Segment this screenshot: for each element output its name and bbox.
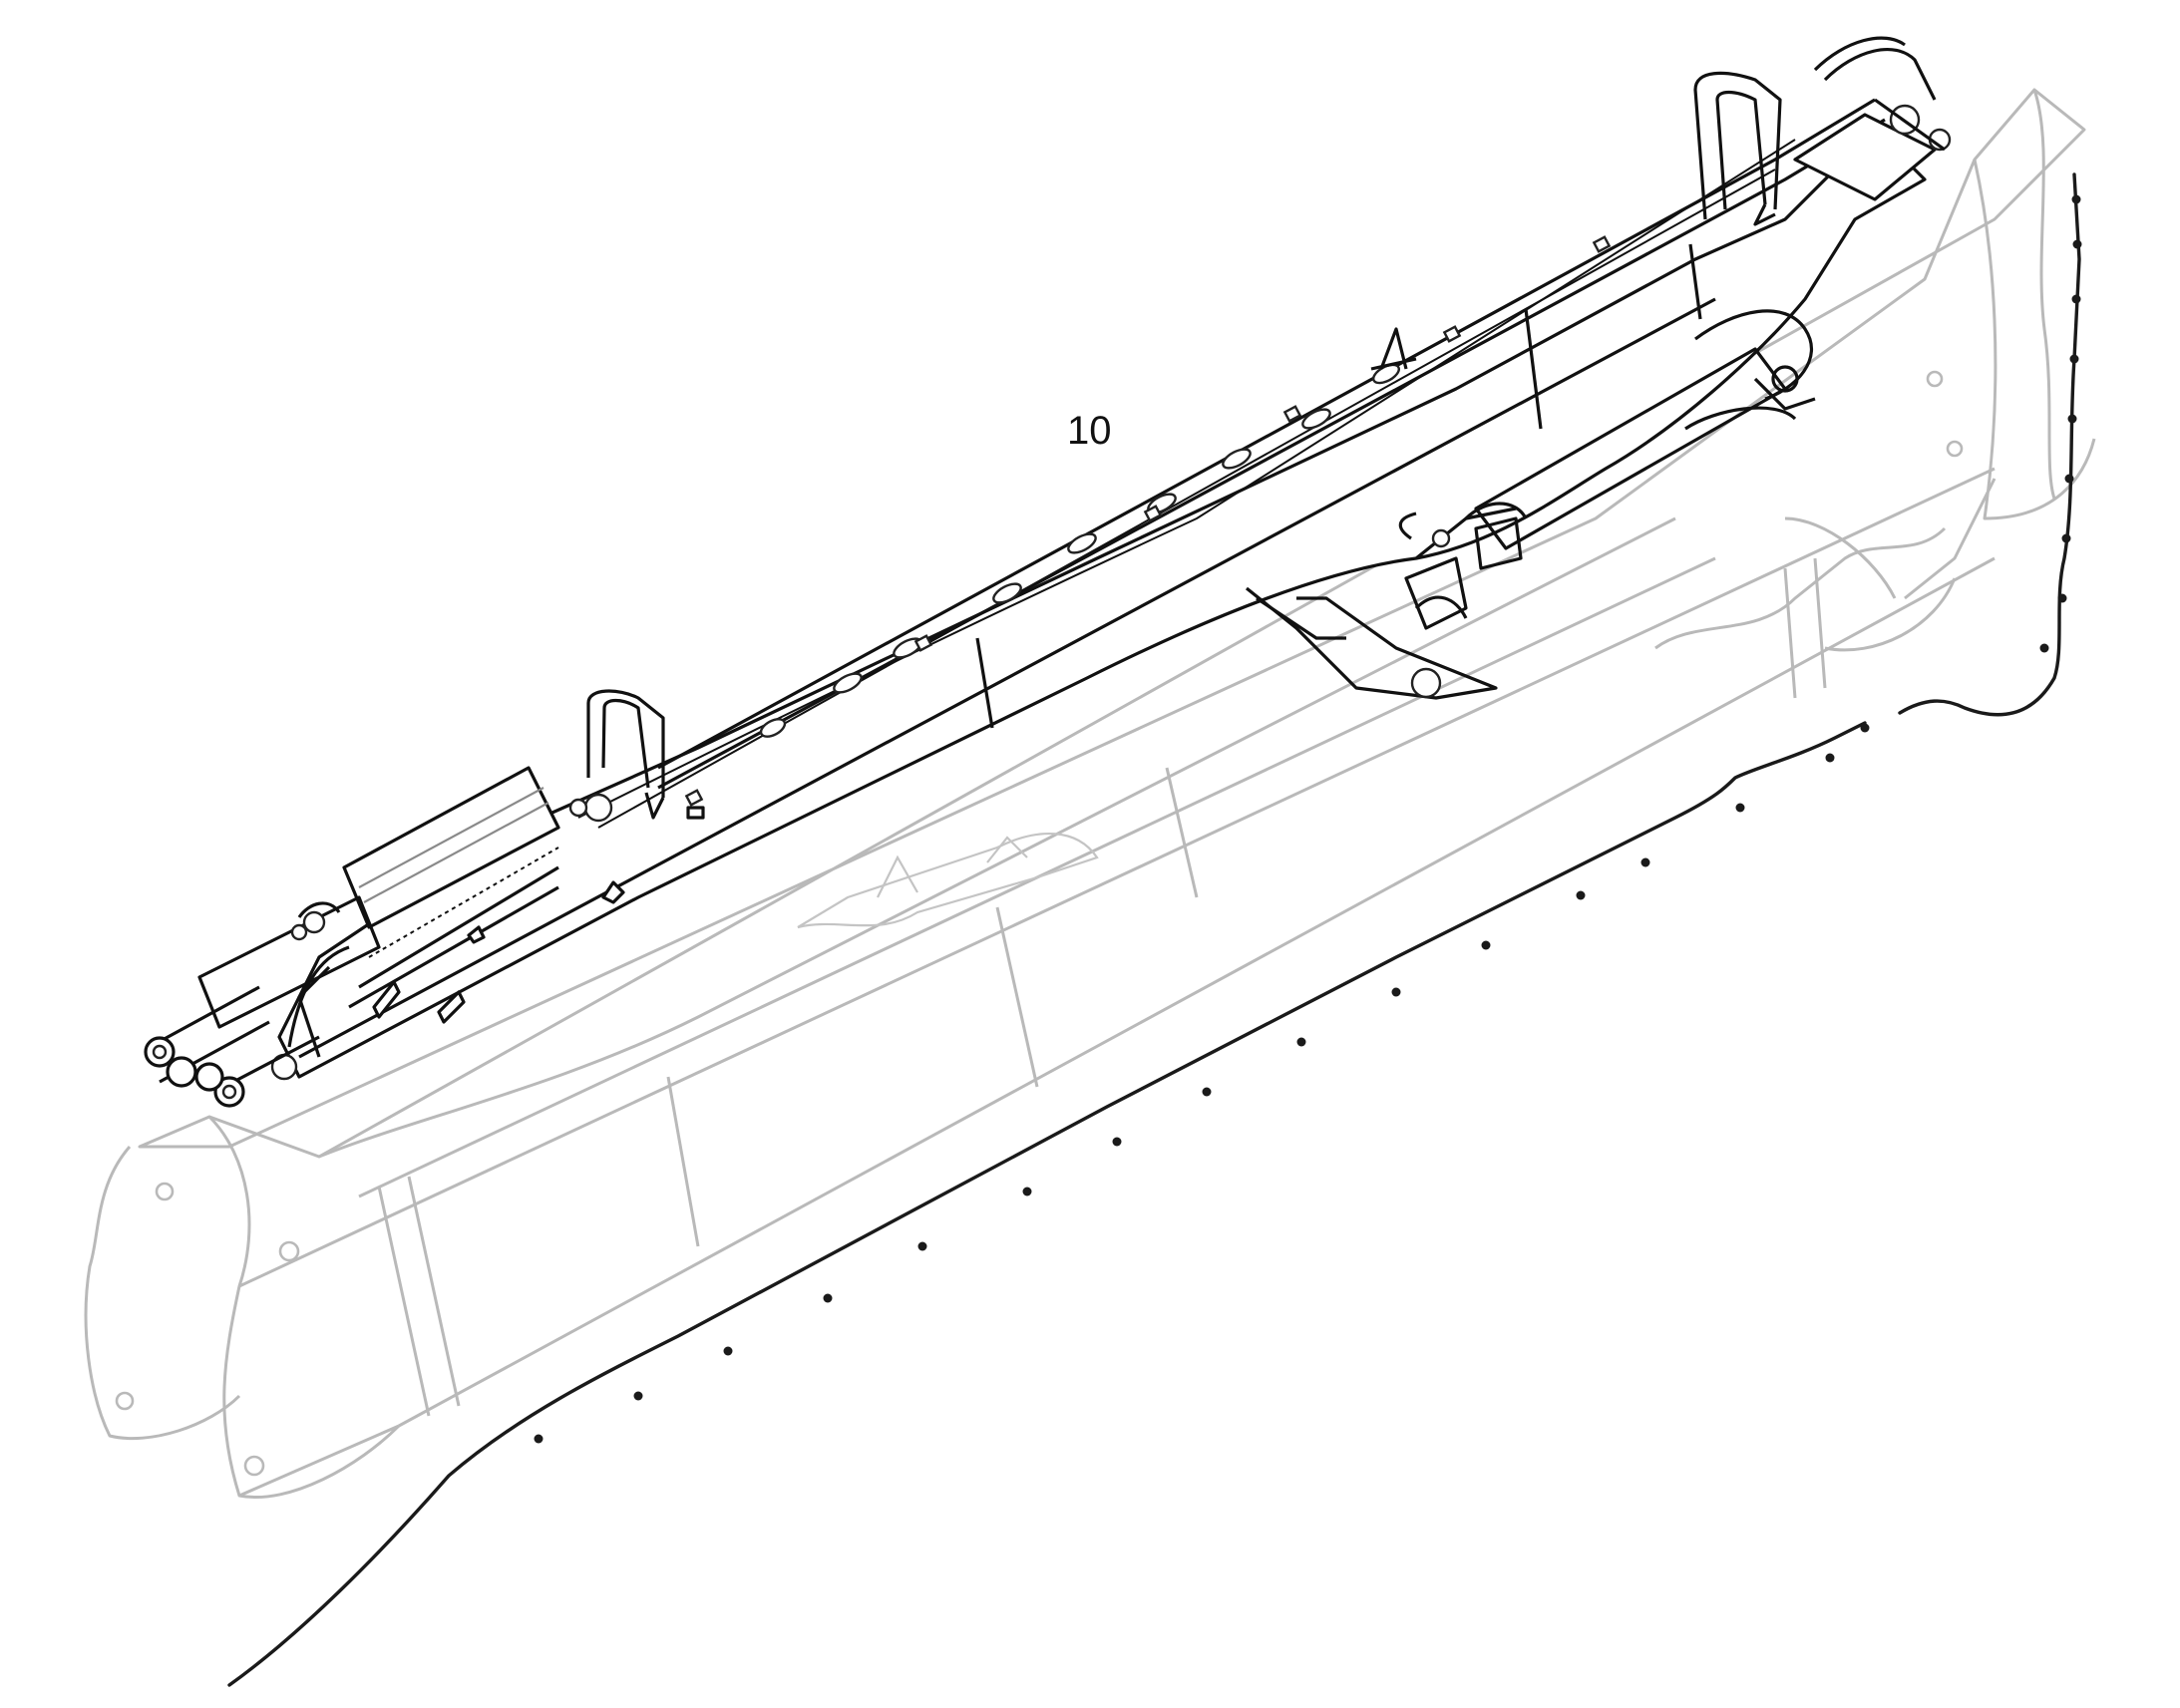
outer-boom-phantom [84, 88, 2096, 1499]
front-cylinder-assembly [144, 766, 705, 1108]
flange-slots [684, 235, 1612, 807]
callout-label: 10 [1067, 409, 1112, 453]
hose-line [227, 172, 2082, 1687]
inner-boom [277, 36, 1952, 1079]
